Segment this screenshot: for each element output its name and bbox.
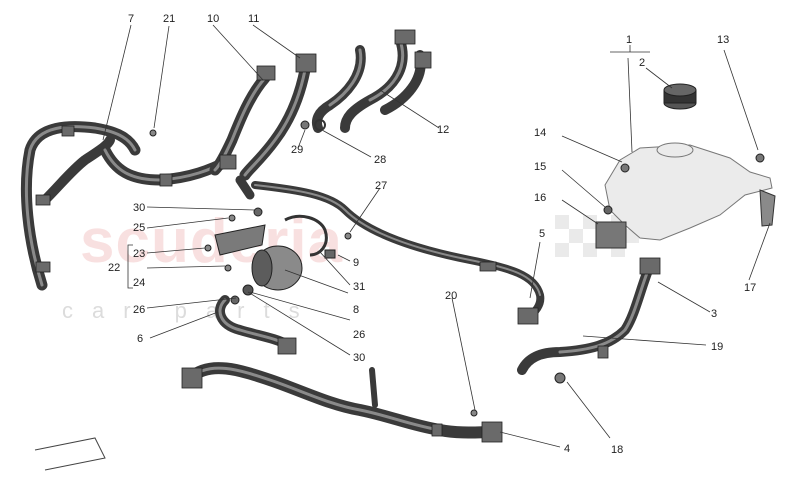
grommet-15	[603, 205, 613, 215]
expansion-tank-cap[interactable]	[663, 83, 697, 110]
callout-10: 10	[207, 13, 219, 25]
callout-24: 24	[133, 277, 145, 289]
callout-14: 14	[534, 127, 546, 139]
callout-30-top: 30	[133, 202, 145, 214]
callout-7: 7	[128, 13, 134, 25]
screw-27	[344, 232, 352, 240]
hose-clamp	[517, 307, 539, 325]
callout-25: 25	[133, 222, 145, 234]
hose-clamp	[61, 125, 75, 137]
pump-bracket-31	[284, 214, 328, 257]
hose-5[interactable]	[251, 181, 545, 325]
hose-clamp	[277, 337, 297, 355]
callout-28: 28	[374, 154, 386, 166]
hose-clamp	[481, 421, 503, 443]
hose-clamp	[181, 367, 203, 389]
screw-24	[224, 264, 232, 272]
callout-29: 29	[291, 144, 303, 156]
screw-29	[300, 120, 310, 130]
callout-18: 18	[611, 444, 623, 456]
washer-23	[204, 244, 212, 252]
hose-3[interactable]	[517, 257, 661, 384]
callout-26-left: 26	[133, 304, 145, 316]
watermark-sub: car parts	[62, 298, 319, 323]
electric-water-pump[interactable]	[204, 207, 352, 305]
hose-clamp	[159, 173, 173, 187]
callout-31: 31	[353, 281, 365, 293]
clamp-26	[242, 284, 254, 296]
callout-30-bottom: 30	[353, 352, 365, 364]
tank-bracket-16	[595, 221, 627, 249]
expansion-tank[interactable]	[595, 142, 776, 249]
callout-3: 3	[711, 308, 717, 320]
hose-clamp	[35, 261, 51, 273]
orientation-arrow-icon	[34, 437, 106, 471]
screw-21	[149, 129, 157, 137]
hose-4[interactable]	[181, 362, 503, 443]
callout-26-right: 26	[353, 329, 365, 341]
connector-9	[324, 249, 336, 259]
bracket-18	[554, 372, 566, 384]
hose-clamp	[414, 51, 432, 69]
tank-bracket-17	[759, 189, 776, 227]
clip-28	[314, 119, 326, 131]
hose-6[interactable]	[215, 295, 297, 355]
watermark: scuderia car parts	[62, 207, 639, 323]
callout-6: 6	[137, 333, 143, 345]
pump-bracket	[214, 224, 266, 256]
hose-clamp	[256, 65, 276, 81]
hose-clamp	[431, 423, 443, 437]
callout-17: 17	[744, 282, 756, 294]
callout-9: 9	[353, 257, 359, 269]
screw-13	[755, 153, 765, 163]
callout-1: 1	[626, 34, 632, 46]
callout-22: 22	[108, 262, 120, 274]
hose-clamp	[295, 53, 317, 73]
callout-2: 2	[639, 57, 645, 69]
hose-clamp	[219, 154, 237, 170]
hose-clamp	[35, 194, 51, 206]
hose-clamp	[597, 345, 609, 359]
callout-15: 15	[534, 161, 546, 173]
callout-8: 8	[353, 304, 359, 316]
clamp-30	[253, 207, 263, 217]
screw-14	[620, 163, 630, 173]
callout-19: 19	[711, 341, 723, 353]
hose-clamp	[479, 261, 497, 272]
callout-23: 23	[133, 248, 145, 260]
hose-10[interactable]	[209, 65, 276, 176]
callout-4: 4	[564, 443, 570, 455]
hose-clamp	[394, 29, 416, 45]
hose-clamp	[639, 257, 661, 275]
callout-5: 5	[539, 228, 545, 240]
screw-20	[470, 409, 478, 417]
screw-25	[228, 214, 236, 222]
callout-11: 11	[248, 13, 259, 25]
hose-11[interactable]	[235, 53, 317, 200]
leader-lines	[102, 24, 771, 448]
callout-21: 21	[163, 13, 175, 25]
tank-neck	[656, 142, 694, 158]
callout-20: 20	[445, 290, 457, 302]
callout-numbers: 1 2 3 4 5 6 7 8 9 10 11 12 13 14 15 16 1…	[108, 13, 756, 456]
hose-manifold-12[interactable]	[311, 29, 432, 133]
callout-16: 16	[534, 192, 546, 204]
callout-27: 27	[375, 180, 387, 192]
callout-12: 12	[437, 124, 449, 136]
callout-13: 13	[717, 34, 729, 46]
clamp-26-lower	[230, 295, 240, 305]
